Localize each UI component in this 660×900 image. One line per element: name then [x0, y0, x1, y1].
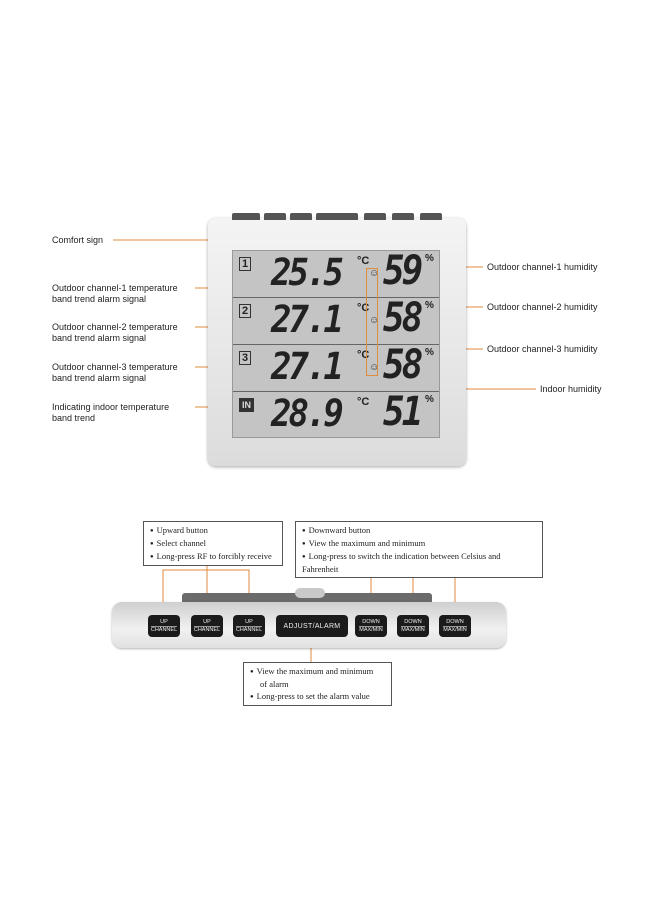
humidity-unit: %: [425, 253, 434, 264]
comfort-sign-highlight: [366, 268, 378, 376]
humidity-value: 59: [383, 248, 423, 295]
humidity-unit: %: [425, 300, 434, 311]
channel-row-2: 2 27.1 °C ☺ 58 %: [233, 295, 439, 345]
top-button[interactable]: [364, 213, 386, 220]
comfort-face-icon: ☺: [369, 268, 380, 279]
indoor-row: IN 28.9 °C 51 %: [233, 389, 439, 438]
label-ch3-humidity: Outdoor channel-3 humidity: [487, 344, 598, 354]
top-button[interactable]: [316, 213, 358, 220]
comfort-face-icon: ☺: [369, 362, 380, 373]
humidity-value: 58: [383, 342, 423, 389]
lcd-screen: 1 25.5 °C ☺ 59 % 2 27.1 °C ☺ 58 % 3 27.1…: [232, 248, 440, 438]
top-button[interactable]: [290, 213, 312, 220]
temperature-unit: °C: [357, 255, 370, 267]
channel-number: 2: [239, 304, 252, 318]
humidity-value: 58: [383, 295, 423, 342]
label-ch1-humidity: Outdoor channel-1 humidity: [487, 262, 598, 272]
label-ch2-humidity: Outdoor channel-2 humidity: [487, 302, 598, 312]
callout-adjust-button: View the maximum and minimum of alarm Lo…: [243, 662, 392, 706]
temperature-value: 27.1: [271, 298, 344, 342]
callout-down-button: Downward button View the maximum and min…: [295, 521, 543, 578]
temperature-unit: °C: [357, 396, 370, 408]
label-comfort-sign: Comfort sign: [52, 235, 104, 245]
top-button[interactable]: [264, 213, 286, 220]
indoor-badge: IN: [239, 398, 254, 412]
humidity-unit: %: [425, 394, 434, 405]
weather-station-front: 1 25.5 °C ☺ 59 % 2 27.1 °C ☺ 58 % 3 27.1…: [208, 213, 466, 466]
temperature-value: 25.5: [271, 251, 344, 295]
callout-up-button: Upward button Select channel Long-press …: [143, 521, 283, 566]
channel-number: 3: [239, 351, 252, 365]
label-indoor-humidity: Indoor humidity: [540, 384, 602, 394]
top-button[interactable]: [420, 213, 442, 220]
humidity-unit: %: [425, 347, 434, 358]
top-button[interactable]: [232, 213, 260, 220]
device-knob: [295, 588, 325, 598]
channel-number: 1: [239, 257, 252, 271]
temperature-value: 28.9: [271, 392, 344, 436]
comfort-face-icon: ☺: [369, 315, 380, 326]
humidity-value: 51: [383, 389, 423, 436]
channel-row-1: 1 25.5 °C ☺ 59 %: [233, 248, 439, 298]
top-button[interactable]: [392, 213, 414, 220]
channel-row-3: 3 27.1 °C ☺ 58 %: [233, 342, 439, 392]
temperature-value: 27.1: [271, 345, 344, 389]
adjust-alarm-button[interactable]: ADJUST/ALARM: [276, 615, 348, 637]
